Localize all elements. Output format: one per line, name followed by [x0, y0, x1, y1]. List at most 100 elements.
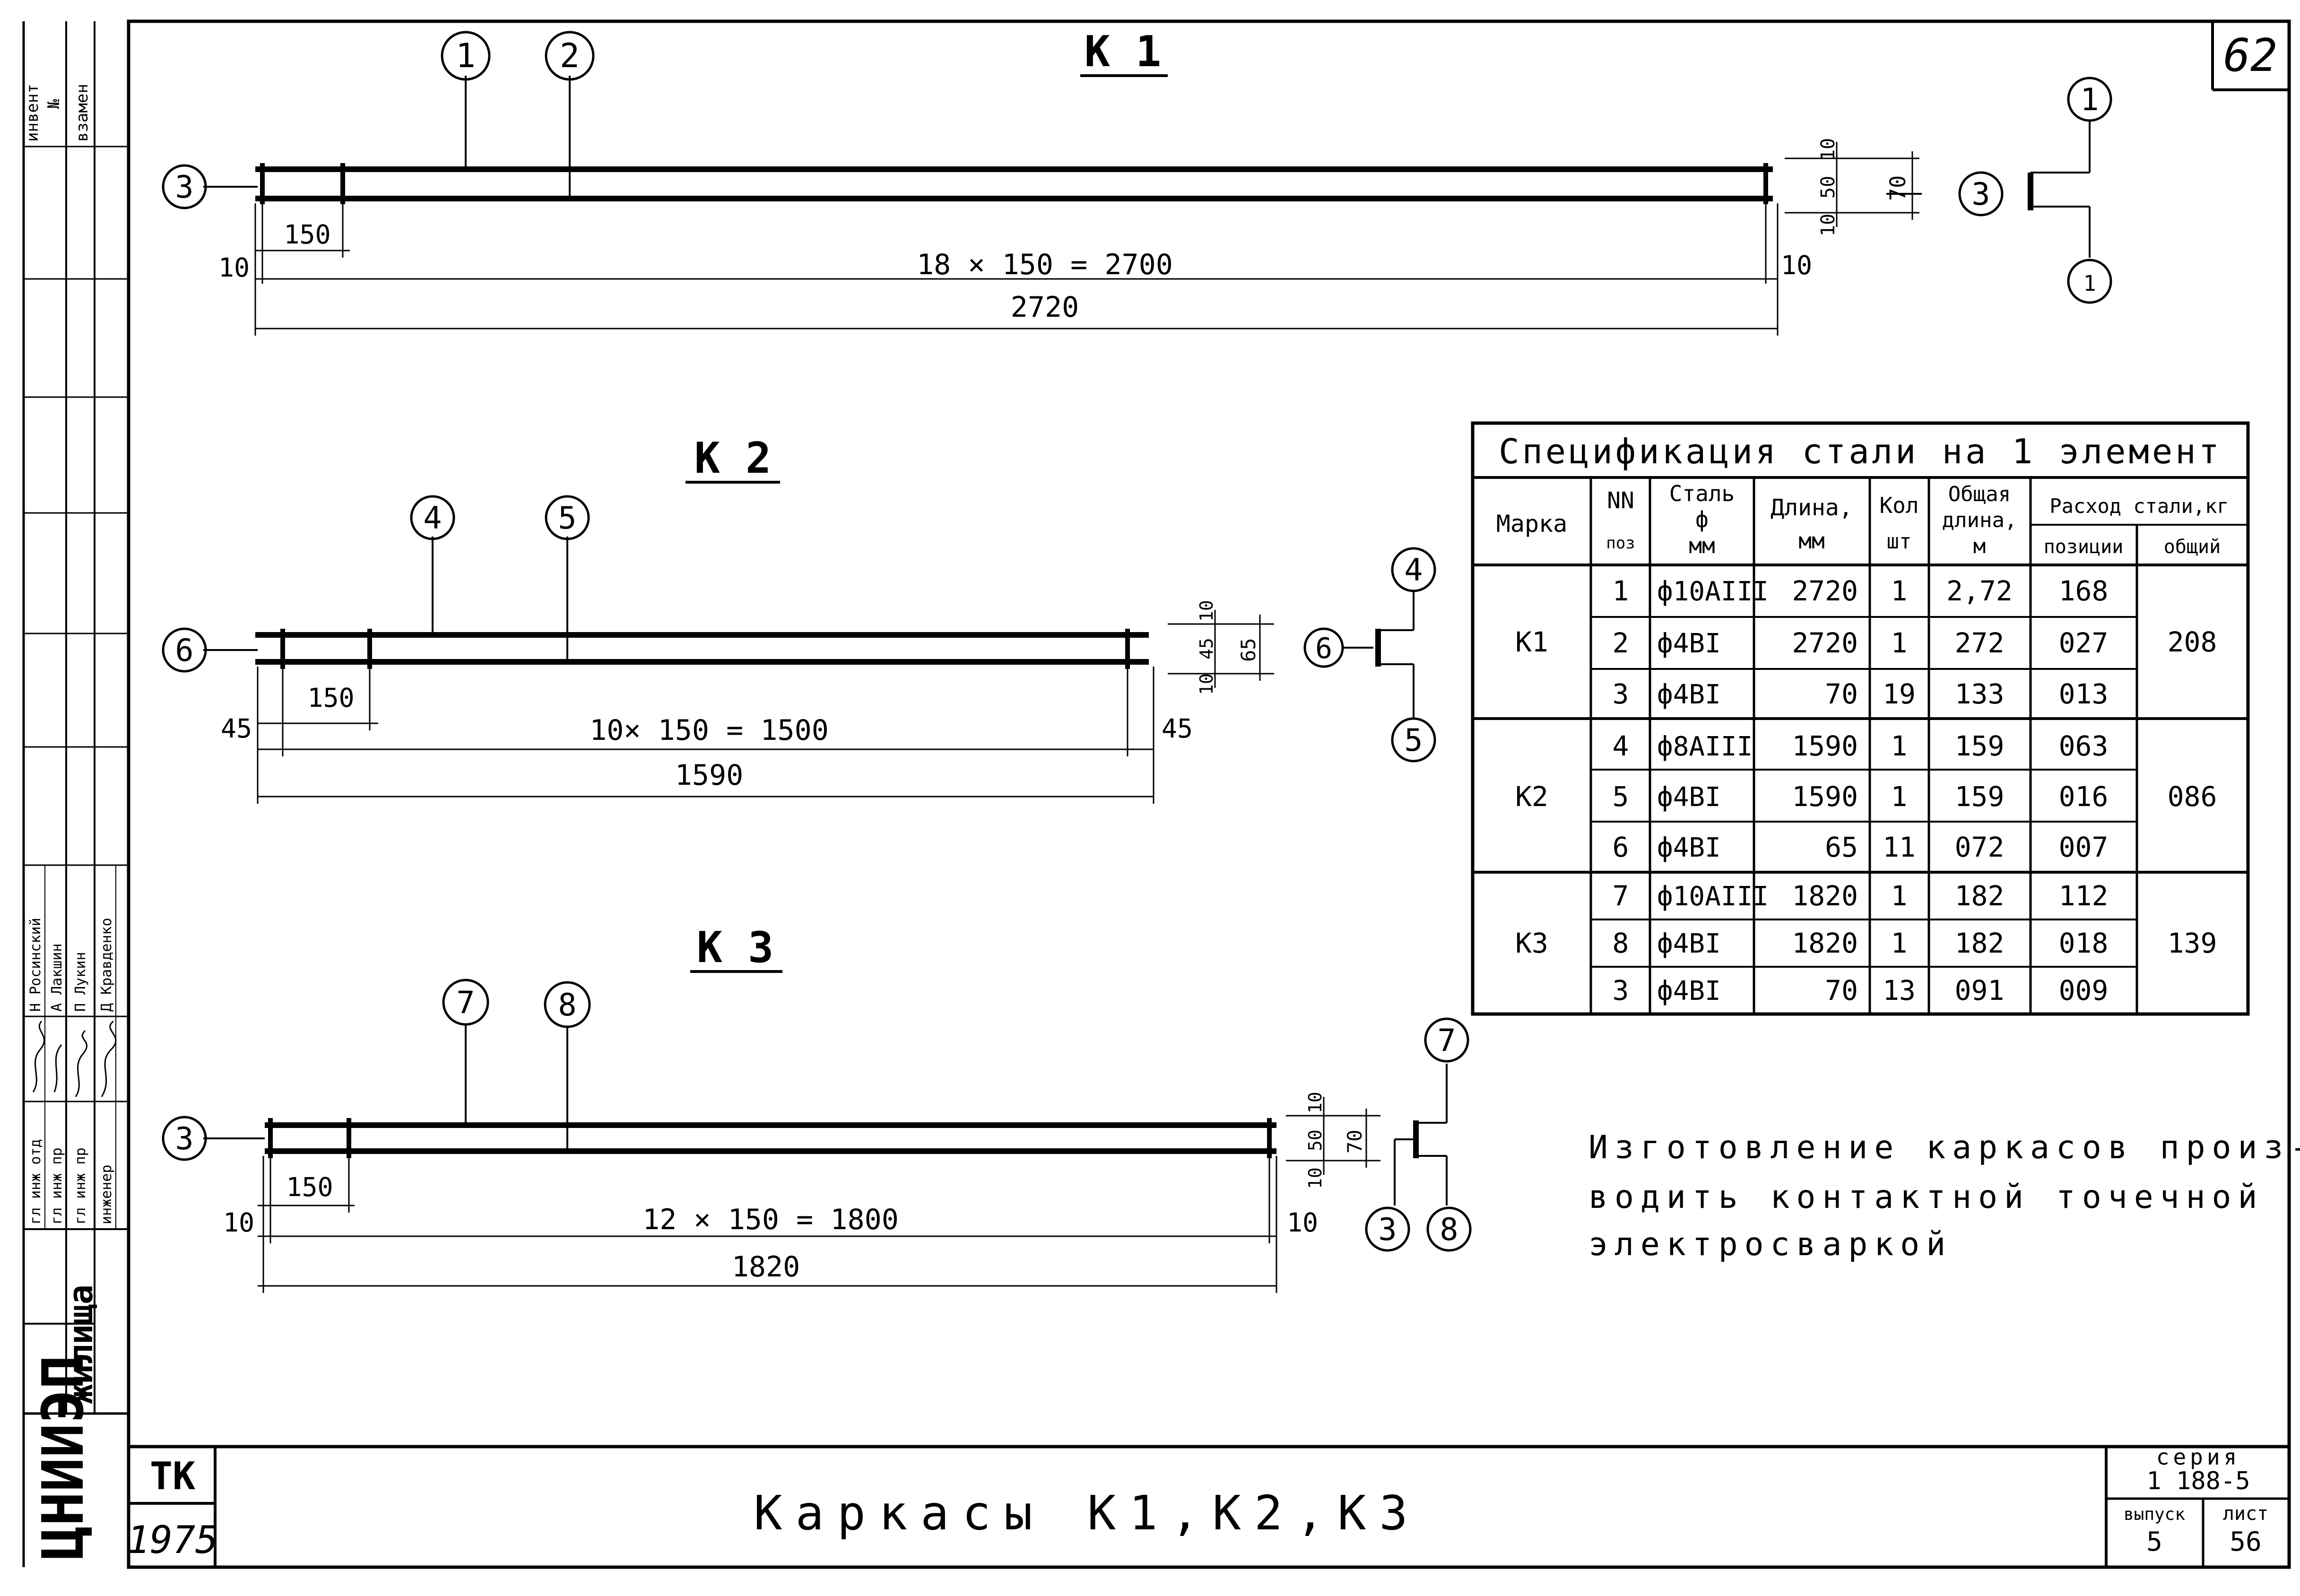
tk-label: ТК — [150, 1454, 195, 1498]
strip-no: № — [44, 99, 63, 109]
svg-text:016: 016 — [2059, 781, 2109, 813]
svg-text:1590: 1590 — [1792, 730, 1858, 762]
spec-title: Спецификация стали на 1 элемент — [1499, 432, 2222, 471]
k3-title: К 3 — [697, 923, 774, 972]
k3-callout-7: 7 — [442, 979, 489, 1026]
k3-dim-step: 150 — [286, 1172, 333, 1202]
k3-dim-right: 10 — [1287, 1207, 1318, 1238]
spec-table — [1471, 421, 2250, 1016]
k2-sec-h: 65 — [1237, 638, 1260, 662]
issue-label: выпуск — [2124, 1505, 2185, 1524]
svg-text:1590: 1590 — [1792, 781, 1858, 813]
overall-cell: 086 — [2168, 781, 2217, 813]
svg-text:70: 70 — [1825, 974, 1858, 1006]
svg-text:018: 018 — [2059, 927, 2109, 959]
svg-text:3: 3 — [1613, 678, 1629, 710]
sheet-frame — [22, 19, 2291, 1569]
svg-text:6: 6 — [1613, 831, 1629, 863]
name-3: П Лукин — [72, 952, 89, 1012]
hdr-total-len-sub2: м — [1973, 534, 1986, 558]
k3-section-callout-top: 7 — [1424, 1017, 1469, 1063]
svg-text:8: 8 — [558, 988, 576, 1023]
series-label: серия — [2156, 1444, 2240, 1470]
k2-dim-left: 45 — [221, 713, 252, 744]
svg-text:159: 159 — [1955, 781, 2005, 813]
k1-sec-c: 10 — [1817, 214, 1839, 236]
svg-text:182: 182 — [1955, 880, 2005, 912]
k2-sec-a: 10 — [1196, 600, 1217, 622]
svg-text:ф4ВI: ф4ВI — [1657, 679, 1721, 710]
k3-callout-3: 3 — [162, 1116, 207, 1161]
k2-section-callout-bottom: 5 — [1391, 717, 1436, 763]
svg-text:7: 7 — [1437, 1023, 1456, 1058]
strip-vzamen: взамен — [73, 84, 92, 142]
note-line-1: Изготовление каркасов произ- — [1588, 1129, 2300, 1166]
frame-k3-drawing — [203, 970, 1448, 1293]
k3-dim-total: 1820 — [732, 1250, 800, 1284]
k2-callout-4: 4 — [410, 495, 455, 540]
org-name: ЦНИИЭП — [31, 1355, 96, 1560]
svg-text:1: 1 — [2080, 82, 2099, 118]
k2-title: К 2 — [694, 434, 772, 483]
svg-text:272: 272 — [1955, 627, 2005, 659]
name-4: Д Кравденко — [98, 918, 115, 1012]
k3-callout-8: 8 — [544, 981, 591, 1028]
svg-text:2,72: 2,72 — [1946, 575, 2013, 607]
overall-cell: 208 — [2168, 626, 2217, 658]
svg-text:091: 091 — [1955, 974, 2005, 1006]
note-line-3: электросваркой — [1588, 1226, 1952, 1263]
k3-section-callout-bottom-left: 3 — [1365, 1206, 1410, 1252]
year-label: 1975 — [127, 1518, 218, 1562]
k3-sec-c: 10 — [1305, 1167, 1326, 1189]
k3-sec-a: 10 — [1305, 1092, 1326, 1113]
k2-callout-6: 6 — [162, 627, 207, 673]
svg-text:ф4ВI: ф4ВI — [1657, 833, 1721, 863]
k1-dim-step: 150 — [284, 219, 330, 250]
svg-text:133: 133 — [1955, 678, 2005, 710]
svg-text:1820: 1820 — [1792, 880, 1858, 912]
name-1: Н Росинский — [27, 918, 44, 1012]
hdr-nn-sub: поз — [1606, 534, 1635, 553]
hdr-nn: NN — [1607, 487, 1634, 514]
svg-text:4: 4 — [1404, 553, 1423, 588]
svg-text:063: 063 — [2059, 730, 2109, 762]
k1-sec-h: 70 — [1885, 175, 1910, 201]
hdr-steel: Сталь — [1669, 481, 1735, 506]
sheet-value: 56 — [2230, 1527, 2261, 1557]
marka-cell: К1 — [1515, 626, 1548, 658]
svg-text:2720: 2720 — [1792, 575, 1858, 607]
name-2: А Лакшин — [49, 944, 65, 1012]
svg-text:4: 4 — [1613, 730, 1629, 762]
hdr-steel-sub2: мм — [1689, 533, 1715, 558]
k2-dim-pitch: 10× 150 = 1500 — [590, 714, 829, 747]
k2-section-callout-top: 4 — [1391, 547, 1436, 592]
hdr-qty-sub: шт — [1887, 529, 1912, 554]
hdr-length: Длина, — [1771, 494, 1852, 521]
k1-callout-3: 3 — [162, 164, 207, 209]
k1-sec-b: 50 — [1817, 176, 1839, 199]
svg-text:007: 007 — [2059, 831, 2109, 863]
k3-dim-pitch: 12 × 150 = 1800 — [642, 1203, 899, 1236]
svg-text:3: 3 — [1378, 1212, 1397, 1248]
svg-text:009: 009 — [2059, 974, 2109, 1006]
svg-text:6: 6 — [1315, 632, 1332, 665]
svg-text:4: 4 — [423, 501, 442, 536]
svg-text:2720: 2720 — [1792, 627, 1858, 659]
svg-text:5: 5 — [1404, 723, 1423, 758]
note-line-2: водить контактной точечной — [1588, 1179, 2264, 1216]
sheet-label: лист — [2223, 1503, 2268, 1525]
hdr-length-sub: мм — [1798, 528, 1824, 554]
svg-text:3: 3 — [1613, 974, 1629, 1006]
svg-text:5: 5 — [1613, 781, 1629, 813]
svg-text:ф4ВI: ф4ВI — [1657, 976, 1721, 1006]
k2-sec-c: 10 — [1196, 673, 1217, 695]
k2-dim-right: 45 — [1162, 713, 1193, 744]
k3-section-callout-bottom-right: 8 — [1426, 1206, 1472, 1252]
